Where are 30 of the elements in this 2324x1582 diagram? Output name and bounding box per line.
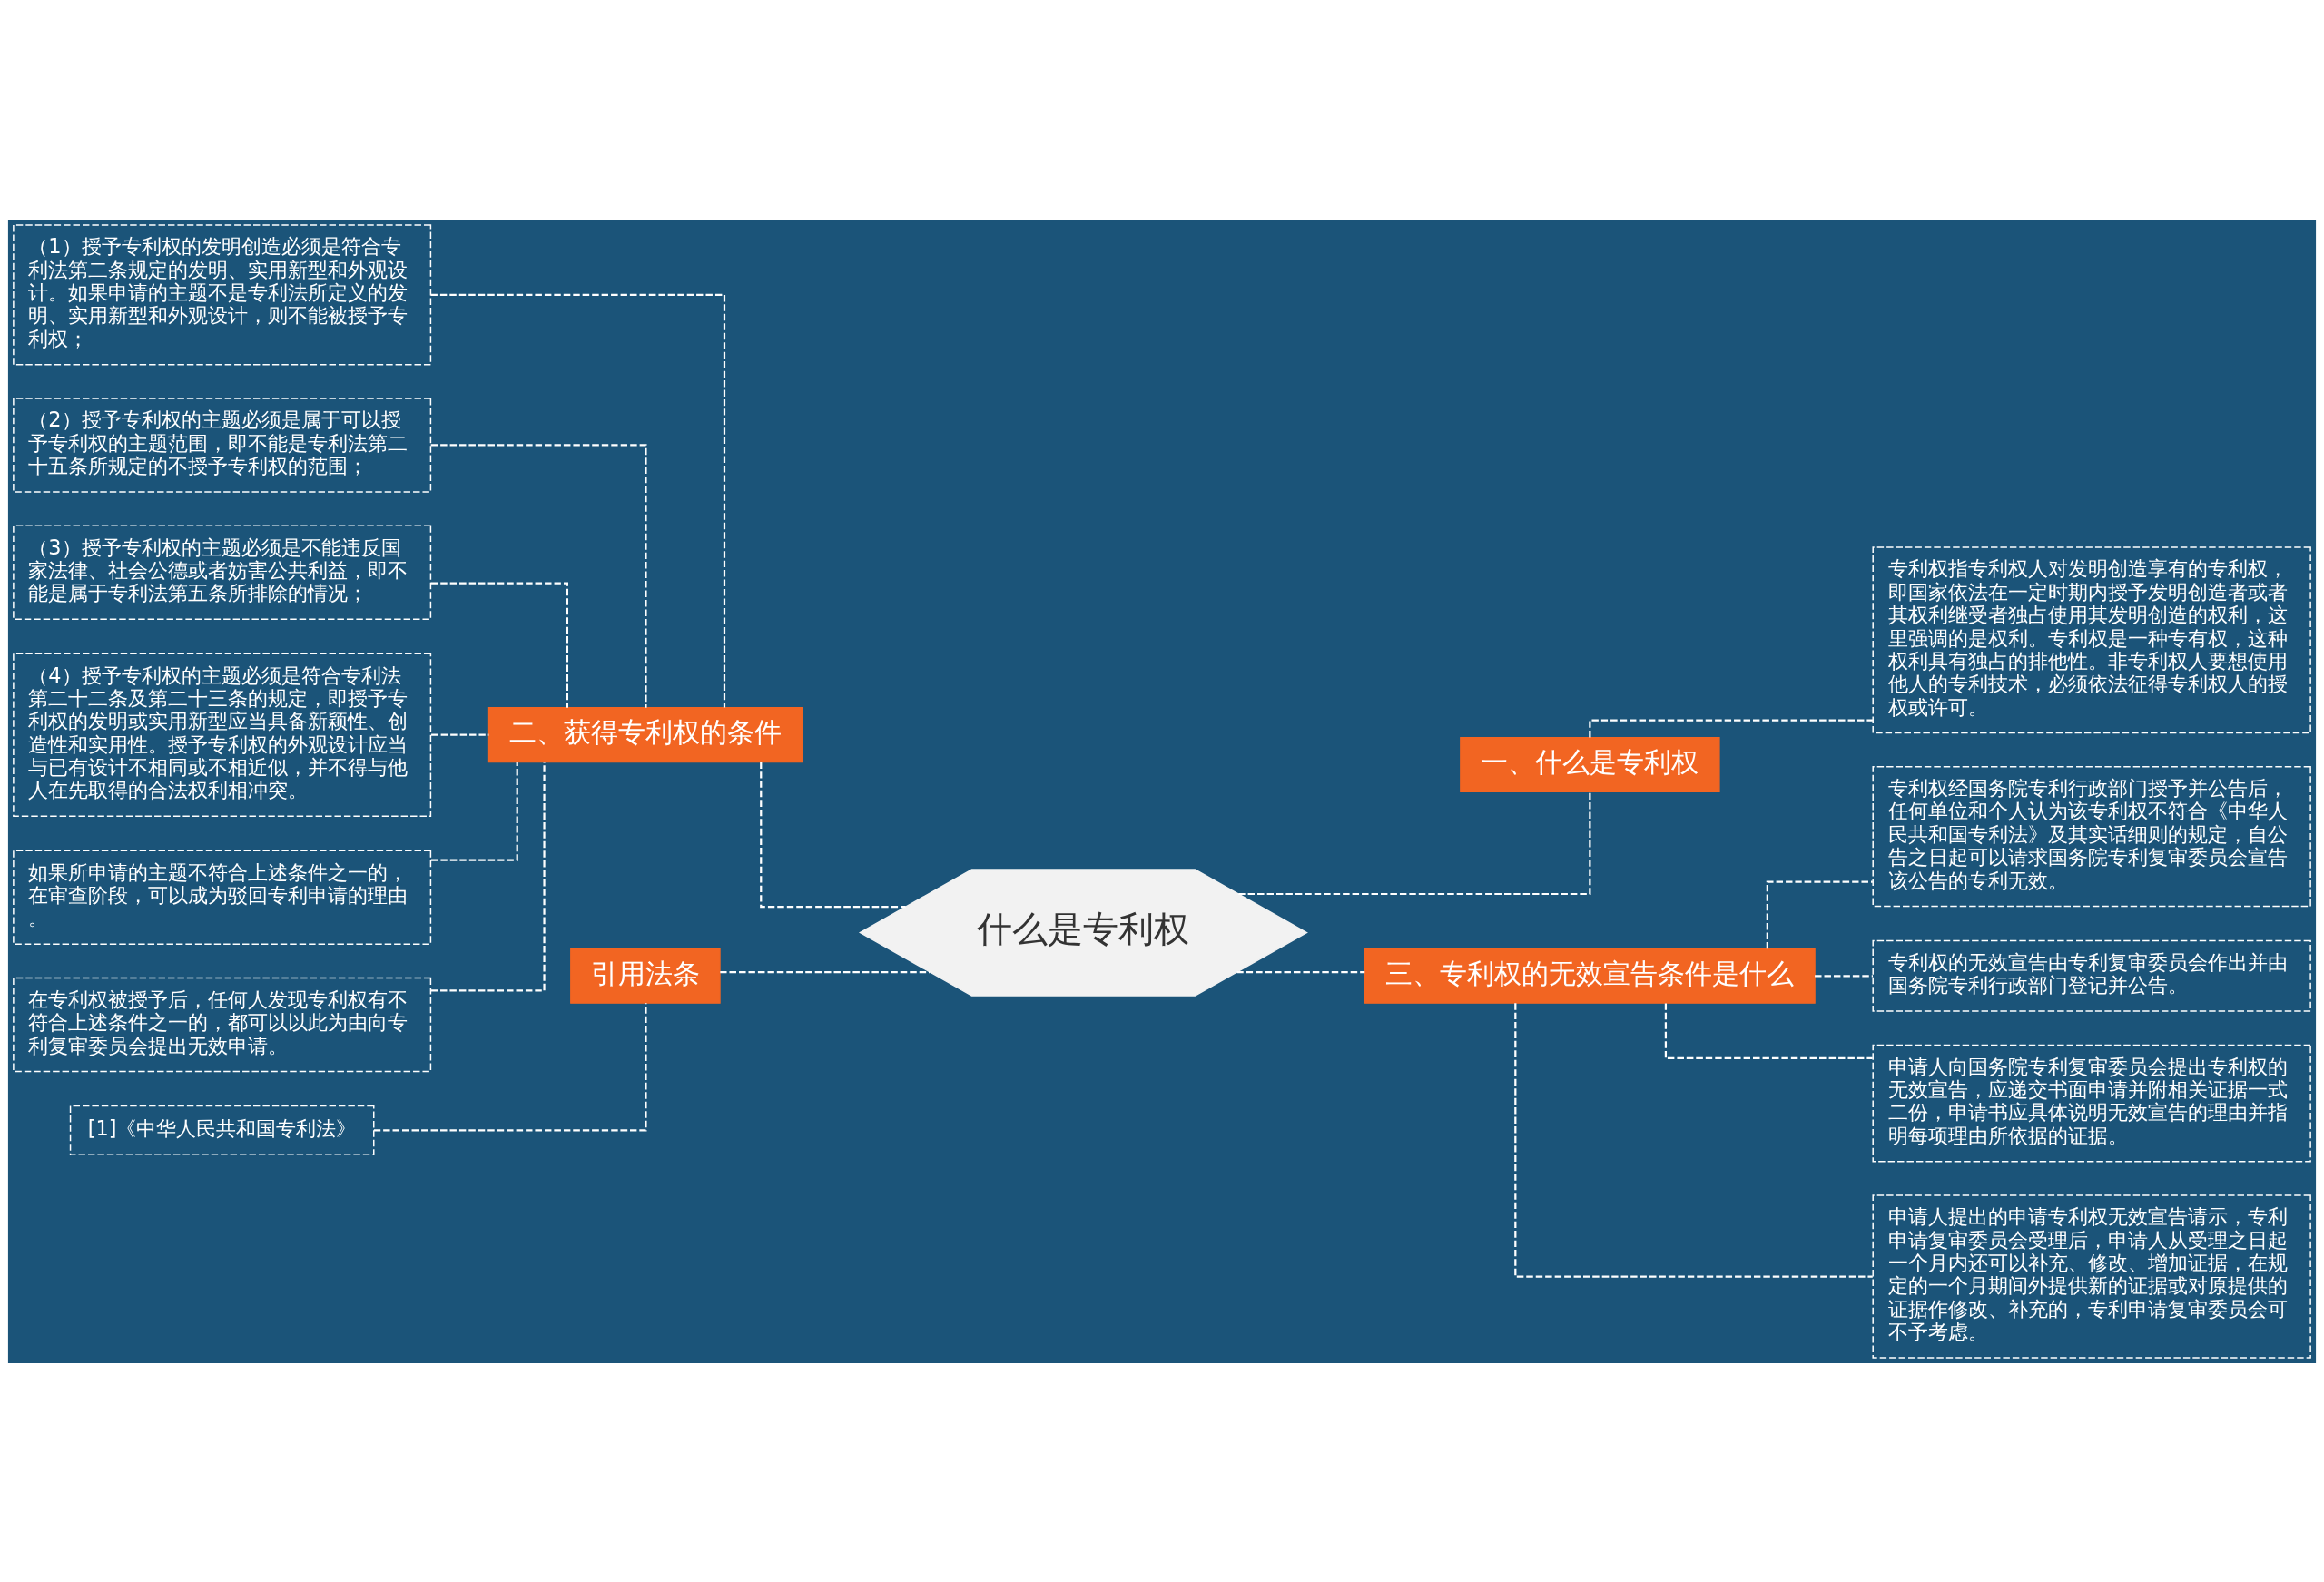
node-box: 专利权经国务院专利行政部门授予并公告后，任何单位和个人认为该专利权不符合《中华人民共和国专利法》及其实话细则的规定，自公告之日起可以请求国务院专利复审委员会宣告该公告的专利无效。	[1872, 765, 2311, 907]
connector	[430, 762, 518, 861]
node-box: 一、什么是专利权	[1460, 736, 1720, 792]
connector	[430, 762, 546, 991]
connector	[1236, 970, 1365, 973]
connector	[430, 582, 568, 708]
node-box: （3）授予专利权的主题必须是不能违反国家法律、社会公德或者妨害公共利益，即不能是属于专利法第五条所排除的情况；	[13, 524, 432, 620]
connector	[1815, 974, 1873, 977]
node-box: 三、专利权的无效宣告条件是什么	[1364, 948, 1816, 1004]
connector	[760, 762, 906, 908]
connector	[1514, 1002, 1873, 1278]
connector	[1766, 879, 1873, 948]
node-box: 申请人向国务院专利复审委员会提出专利权的无效宣告，应递交书面申请并附相关证据一式二份，申请书应具体说明无效宣告的理由并指明每项理由所依据的证据。	[1872, 1044, 2311, 1162]
node-box: [1]《中华人民共和国专利法》	[69, 1105, 375, 1155]
node-box: （4）授予专利权的主题必须是符合专利法第二十二条及第二十三条的规定，即授予专利权的发明或实用新型应当具备新颖性、创造性和实用性。授予专利权的外观设计应当与已有设计不相同或不相近似，并不得与他人在先取得的合法权利相冲突。	[13, 652, 432, 817]
node-box: 在专利权被授予后，任何人发现专利权有不符合上述条件之一的，都可以以此为由向专利复审委员会提出无效申请。	[13, 977, 432, 1072]
node-box: （2）授予专利权的主题必须是属于可以授予专利权的主题范围，即不能是专利法第二十五条所规定的不授予专利权的范围；	[13, 397, 432, 493]
connector	[1238, 791, 1591, 895]
node-box: 专利权指专利权人对发明创造享有的专利权，即国家依法在一定时期内授予发明创造者或者其权利继受者独占使用其发明创造的权利，这里强调的是权利。专利权是一种专有权，这种权利具有独占的排他性。非专利权人要想使用他人的专利技术，必须依法征得专利权人的授权或许可。	[1872, 545, 2311, 733]
connector	[720, 970, 931, 973]
node-box: （1）授予专利权的发明创造必须是符合专利法第二条规定的发明、实用新型和外观设计。如果申请的主题不是专利法所定义的发明、实用新型和外观设计，则不能被授予专利权；	[13, 223, 432, 365]
node-box: 申请人提出的申请专利权无效宣告请示，专利申请复审委员会受理后，申请人从受理之日起一个月内还可以补充、修改、增加证据，在规定的一个月期间外提供新的证据或对原提供的证据作修改、补充的，专利申请复审委员会可不予考虑。	[1872, 1194, 2311, 1359]
connector	[430, 293, 726, 707]
node-box: 二、获得专利权的条件	[487, 706, 803, 762]
node-box: 专利权的无效宣告由专利复审委员会作出并由国务院专利行政部门登记并公告。	[1872, 939, 2311, 1012]
node-box: 引用法条	[570, 948, 721, 1004]
connector	[430, 443, 647, 708]
node-box: 如果所申请的主题不符合上述条件之一的，在审查阶段，可以成为驳回专利申请的理由。	[13, 850, 432, 945]
connector	[373, 1002, 647, 1131]
connector	[1664, 1002, 1873, 1059]
